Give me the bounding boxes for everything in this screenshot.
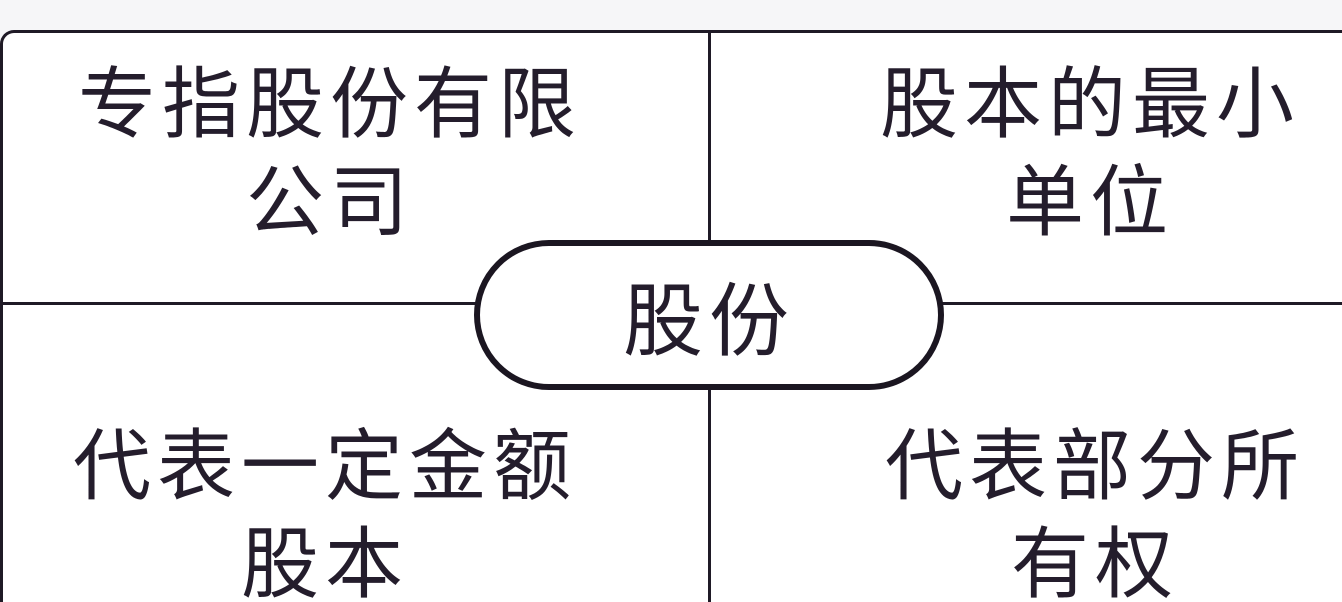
divider-vertical-top — [708, 30, 711, 242]
quadrant-bottom-left: 代表一定金额 股本 — [30, 418, 620, 602]
quadrant-bottom-right: 代表部分所 有权 — [870, 418, 1320, 602]
quadrant-top-left-line-2: 公司 — [245, 158, 414, 248]
center-node-label: 股份 — [623, 275, 795, 368]
quadrant-bottom-left-line-1: 代表一定金额 — [72, 422, 577, 512]
quadrant-bottom-right-line-1: 代表部分所 — [884, 422, 1305, 512]
quadrant-top-left-line-1: 专指股份有限 — [77, 60, 582, 150]
divider-vertical-bottom — [708, 390, 711, 602]
quadrant-top-right: 股本的最小 单位 — [860, 56, 1320, 252]
divider-horizontal-left — [0, 302, 476, 305]
quadrant-top-right-line-1: 股本的最小 — [879, 60, 1300, 150]
quadrant-bottom-right-line-2: 有权 — [1010, 520, 1179, 602]
center-node: 股份 — [474, 240, 944, 390]
quadrant-bottom-left-line-2: 股本 — [240, 520, 409, 602]
quadrant-top-right-line-2: 单位 — [1005, 158, 1174, 248]
divider-horizontal-right — [940, 302, 1342, 305]
quadrant-top-left: 专指股份有限 公司 — [40, 56, 620, 252]
